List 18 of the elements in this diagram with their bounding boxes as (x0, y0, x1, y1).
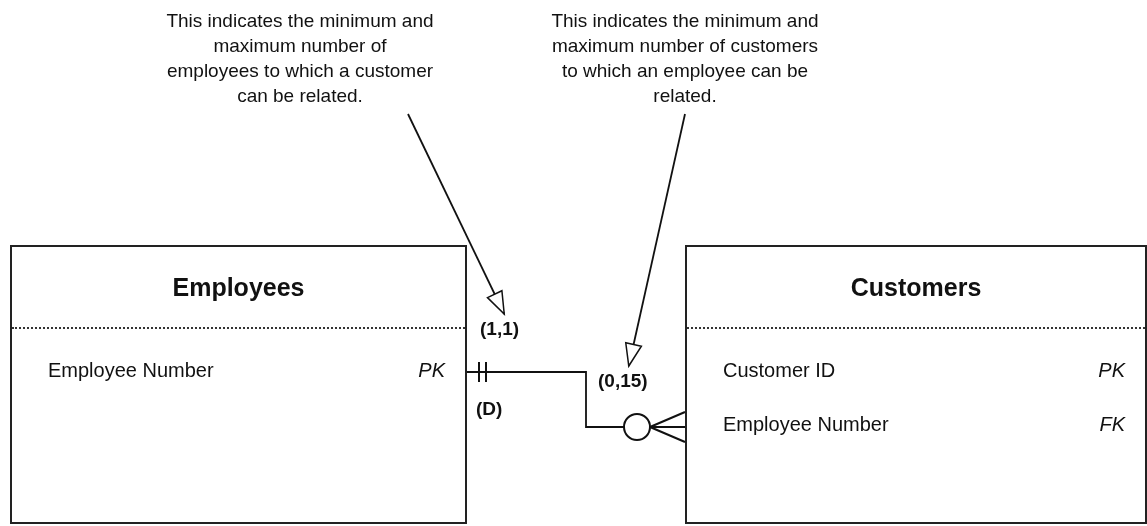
relationship-line (407, 113, 506, 315)
attribute-name: Employee Number (723, 413, 889, 436)
cardinality-label: (D) (476, 398, 503, 420)
callout-text: This indicates the minimum and maximum number of employees to which a customer can be related. (165, 8, 435, 112)
entity-table (685, 245, 1147, 524)
relationship-line (466, 362, 686, 443)
callout-text: This indicates the minimum and maximum number of customers to which an employee can be related. (545, 8, 825, 112)
cardinality-label: (1,1) (480, 318, 520, 340)
entity-table (10, 245, 467, 524)
key-marker: PK (1098, 359, 1125, 382)
entity-name: Customers (849, 273, 983, 302)
entity-name: Employees (171, 273, 306, 302)
relationship-line (625, 113, 686, 367)
cardinality-label: (0,15) (598, 370, 648, 392)
key-marker: FK (1099, 413, 1125, 436)
attribute-name: Customer ID (723, 359, 836, 382)
attribute-name: Employee Number (48, 359, 214, 382)
key-marker: PK (418, 359, 445, 382)
